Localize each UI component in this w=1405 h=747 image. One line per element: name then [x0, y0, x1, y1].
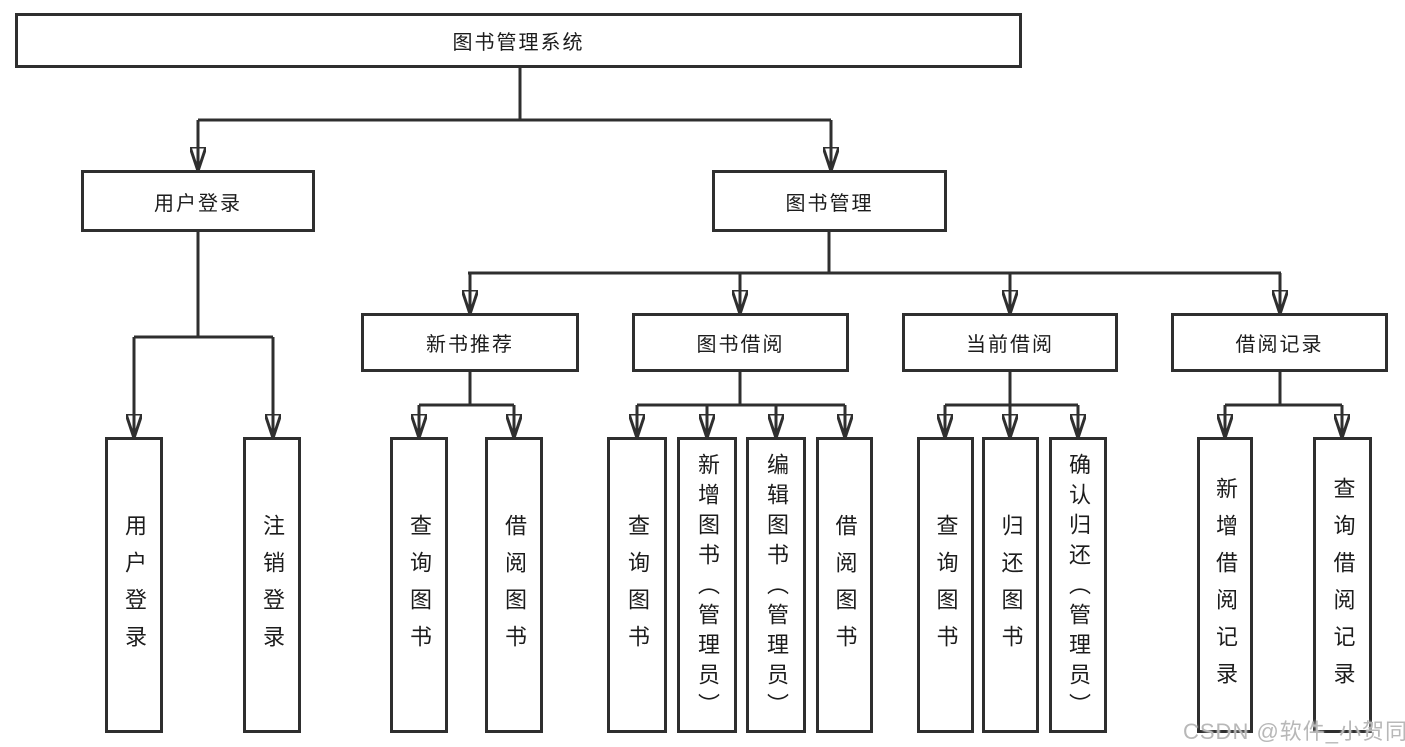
leaf-borrow-books: 借阅图书 — [485, 437, 543, 733]
leaf-query-books: 查询图书 — [390, 437, 448, 733]
node-user-login: 用户登录 — [81, 170, 315, 232]
leaf-return-book: 归还图书 — [982, 437, 1039, 733]
leaf-add-borrow-record: 新增借阅记录 — [1197, 437, 1253, 733]
leaf-user-login: 用户登录 — [105, 437, 163, 733]
node-current-borrowing: 当前借阅 — [902, 313, 1118, 372]
csdn-watermark: CSDN @软件_小贺同学 — [1183, 719, 1405, 744]
leaf-borrow-books-2: 借阅图书 — [816, 437, 873, 733]
node-borrow-records: 借阅记录 — [1171, 313, 1388, 372]
node-book-borrowing: 图书借阅 — [632, 313, 849, 372]
leaf-logout: 注销登录 — [243, 437, 301, 733]
leaf-add-book-admin: 新增图书（管理员） — [677, 437, 737, 733]
leaf-query-books-2: 查询图书 — [607, 437, 667, 733]
leaf-confirm-return-admin: 确认归还（管理员） — [1049, 437, 1107, 733]
connector-skeleton — [134, 68, 1342, 407]
leaf-query-borrow-record: 查询借阅记录 — [1313, 437, 1372, 733]
node-new-book-recommend: 新书推荐 — [361, 313, 579, 372]
leaf-edit-book-admin: 编辑图书（管理员） — [746, 437, 806, 733]
node-library-system: 图书管理系统 — [15, 13, 1022, 68]
leaf-query-books-3: 查询图书 — [917, 437, 974, 733]
node-book-management: 图书管理 — [712, 170, 947, 232]
